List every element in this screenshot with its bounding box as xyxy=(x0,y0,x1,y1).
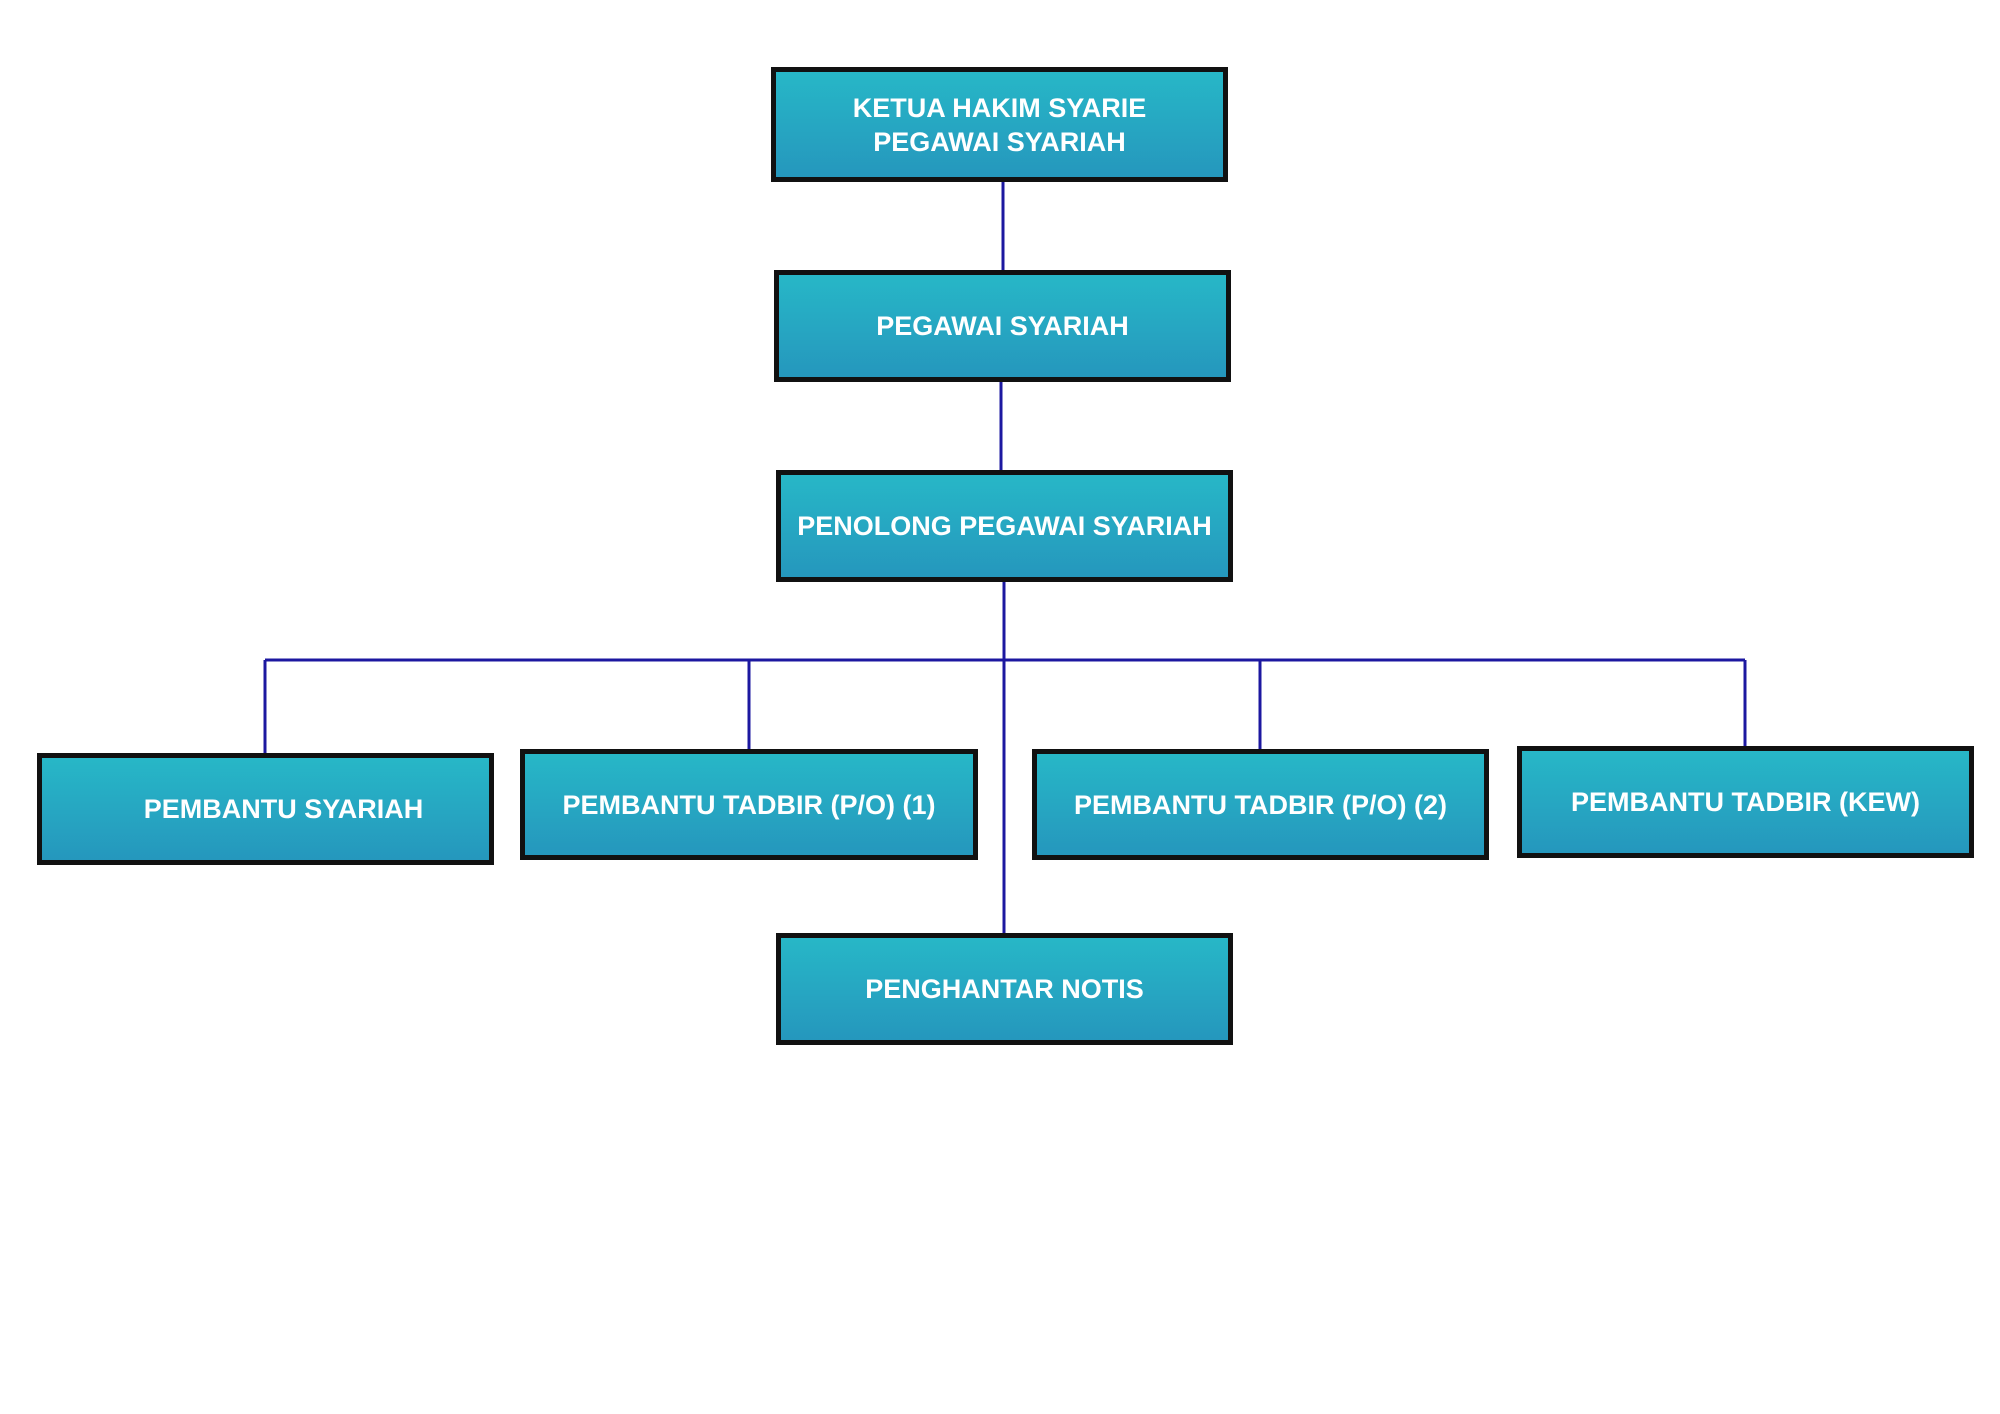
box-label-line1: KETUA HAKIM SYARIE xyxy=(852,92,1147,123)
box-label-line2: PEGAWAI SYARIAH xyxy=(873,126,1126,157)
box-penghantar-notis: PENGHANTAR NOTIS xyxy=(776,933,1233,1045)
box-pembantu-tadbir-kew: PEMBANTU TADBIR (KEW) xyxy=(1517,746,1974,858)
box-label: PENGHANTAR NOTIS xyxy=(865,974,1144,1004)
box-label: PEMBANTU SYARIAH xyxy=(143,794,424,824)
box-pembantu-tadbir-po-2: PEMBANTU TADBIR (P/O) (2) xyxy=(1032,749,1489,860)
box-pembantu-tadbir-po-1: PEMBANTU TADBIR (P/O) (1) xyxy=(520,749,978,860)
box-label: PEMBANTU TADBIR (KEW) xyxy=(1571,787,1920,817)
box-pembantu-syariah: PEMBANTU SYARIAH xyxy=(37,753,494,865)
box-pegawai-syariah: PEGAWAI SYARIAH xyxy=(774,270,1231,382)
box-penolong-pegawai-syariah: PENOLONG PEGAWAI SYARIAH xyxy=(776,470,1233,582)
box-label: PEGAWAI SYARIAH xyxy=(876,311,1129,341)
box-label: PEMBANTU TADBIR (P/O) (2) xyxy=(1074,789,1447,820)
box-label: PENOLONG PEGAWAI SYARIAH xyxy=(797,511,1212,541)
box-label: PEMBANTU TADBIR (P/O) (1) xyxy=(562,789,936,820)
box-ketua-hakim-syarie: KETUA HAKIM SYARIE PEGAWAI SYARIAH xyxy=(771,67,1228,182)
